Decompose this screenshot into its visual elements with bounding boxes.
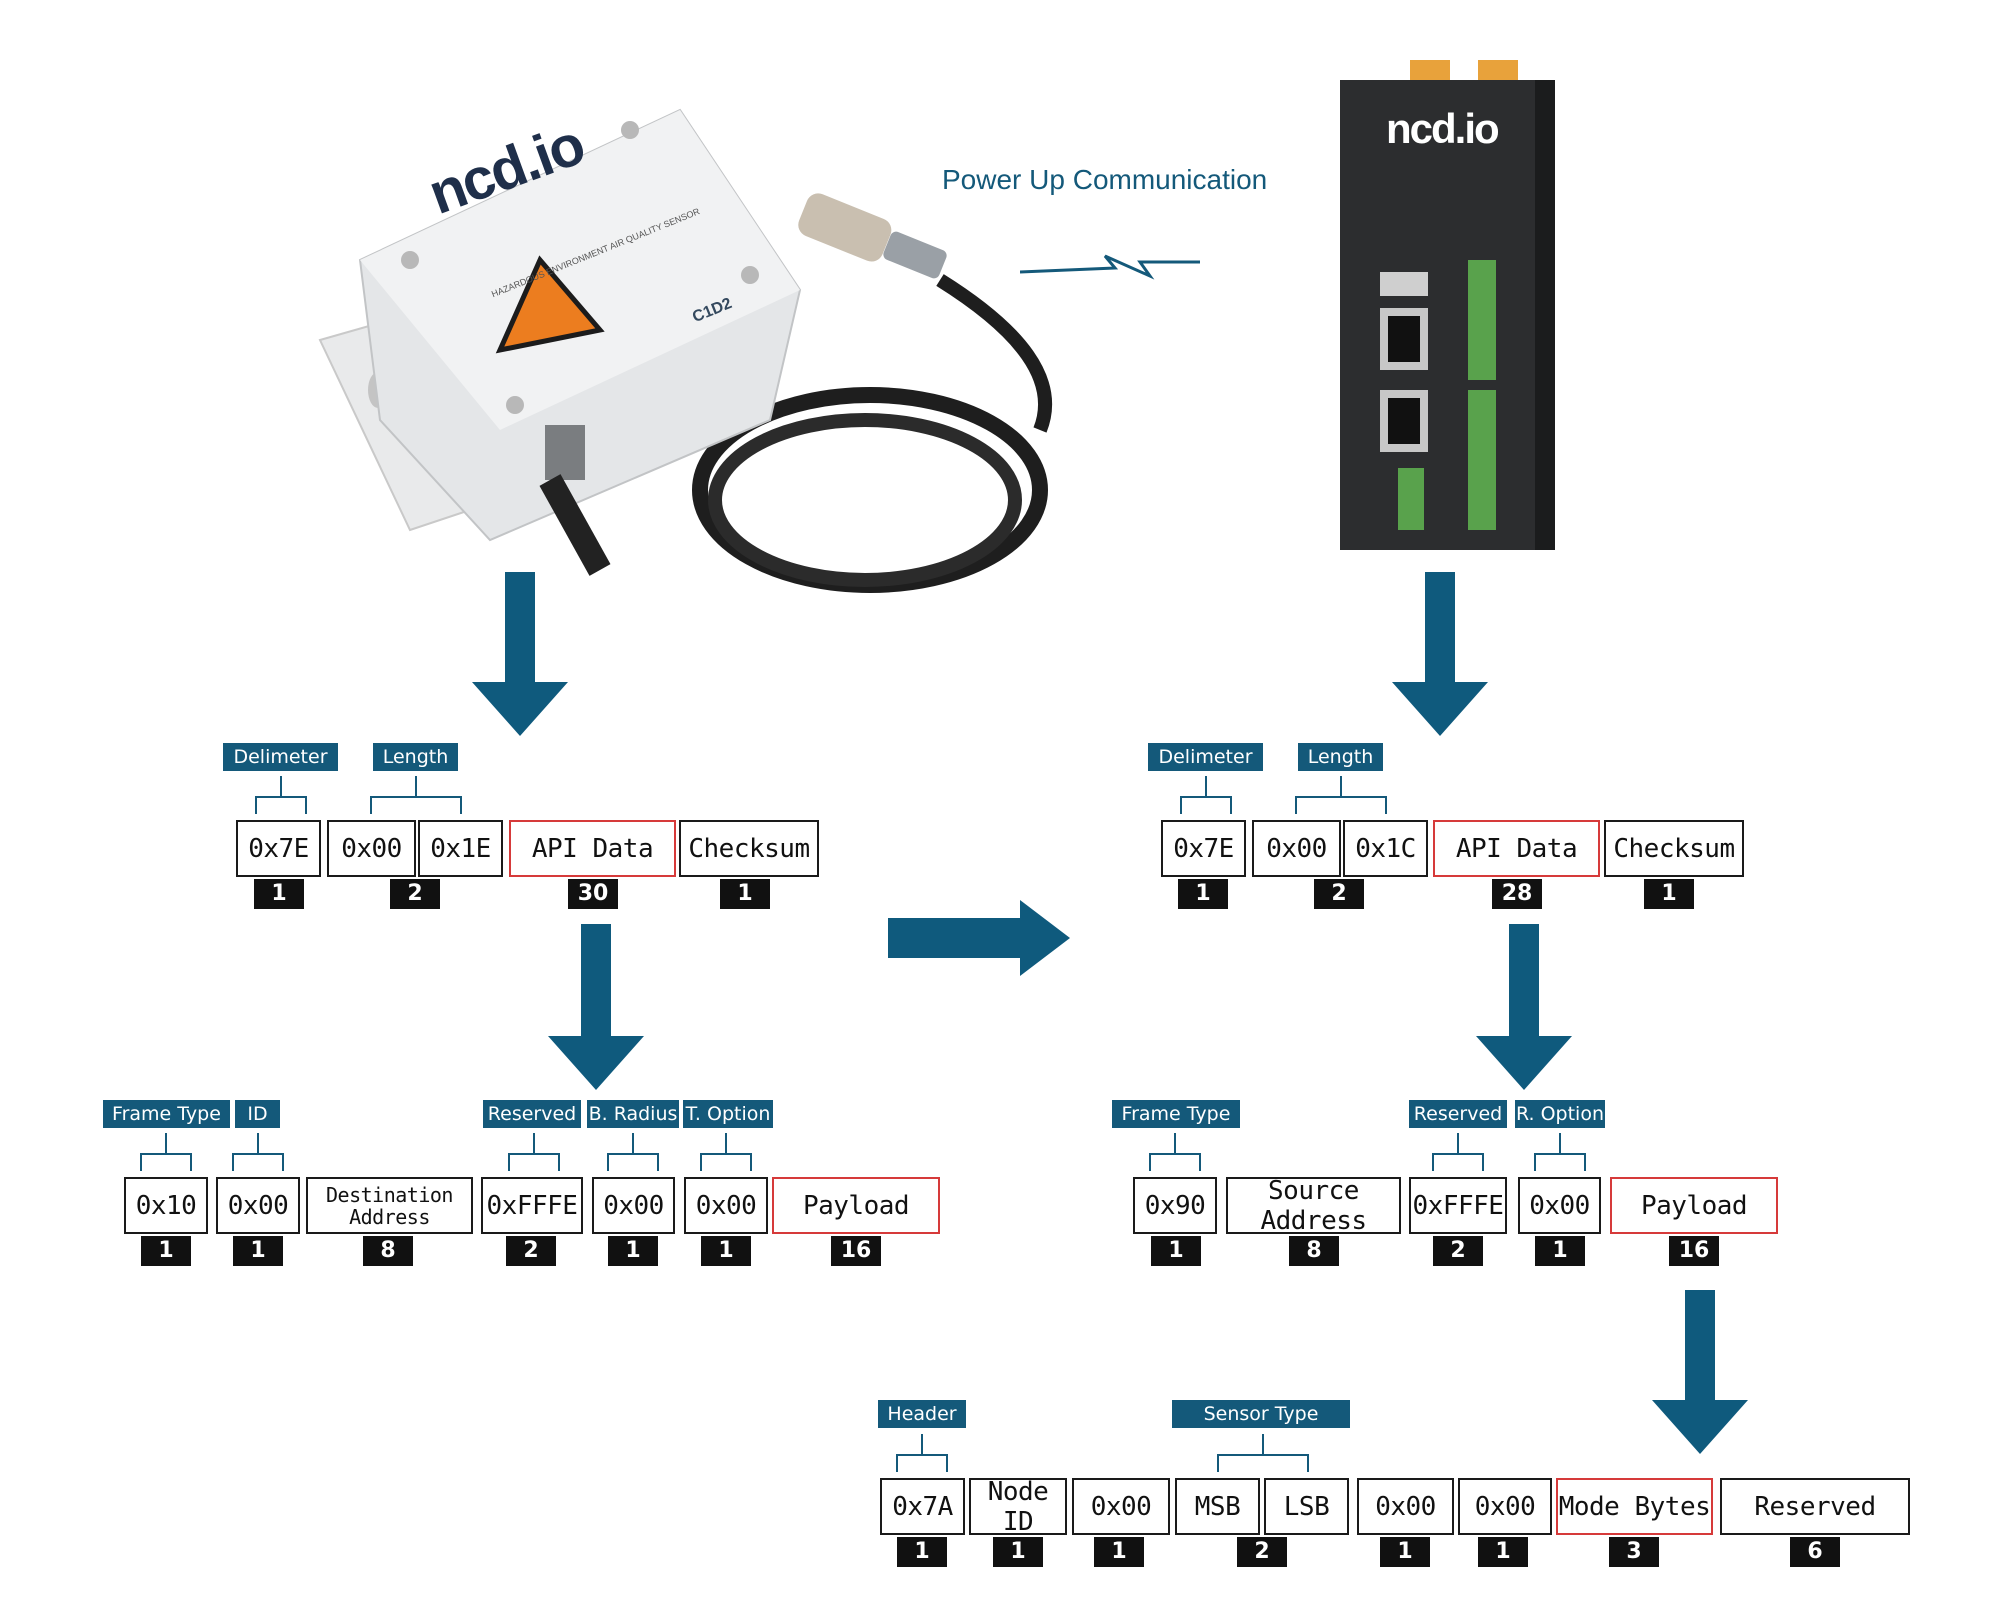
size-badge: 1 [1094, 1537, 1144, 1567]
size-badge: 1 [720, 879, 770, 909]
bracket [1432, 1133, 1484, 1171]
cell-length-lsb: 0x1C [1343, 820, 1428, 877]
cell-sensor-type-lsb: LSB [1264, 1478, 1349, 1535]
cell-delimeter-value: 0x7E [236, 820, 321, 877]
tag-length: Length [1298, 743, 1383, 771]
size-badge: 1 [1535, 1236, 1585, 1266]
diagram-title: Power Up Communication [942, 164, 1268, 195]
tag-reserved: Reserved [483, 1100, 581, 1128]
bracket [255, 776, 307, 814]
tag-frame-type: Frame Type [103, 1100, 230, 1128]
cell-frame-type: 0x10 [124, 1177, 208, 1234]
size-badge: 1 [1478, 1537, 1528, 1567]
size-badge: 8 [363, 1236, 413, 1266]
cell-length-msb: 0x00 [1252, 820, 1341, 877]
size-badge: 30 [568, 879, 618, 909]
size-badge: 2 [506, 1236, 556, 1266]
tag-delimeter: Delimeter [223, 743, 338, 771]
cell-reserved: Reserved [1720, 1478, 1910, 1535]
bracket [140, 1133, 192, 1171]
tag-frame-type: Frame Type [1112, 1100, 1240, 1128]
cell-payload: Payload [1610, 1177, 1778, 1234]
bracket [1149, 1133, 1201, 1171]
cell-payload-byte: 0x00 [1357, 1478, 1454, 1535]
cell-payload-byte: 0x00 [1072, 1478, 1170, 1535]
cell-reserved: 0xFFFE [481, 1177, 583, 1234]
tag-broadcast-radius: B. Radius [587, 1100, 679, 1128]
bracket [896, 1434, 948, 1472]
arrow-down-icon [1476, 924, 1572, 1090]
size-badge: 8 [1289, 1236, 1339, 1266]
tag-sensor-type: Sensor Type [1172, 1400, 1350, 1428]
size-badge: 2 [1314, 879, 1364, 909]
size-badge: 1 [141, 1236, 191, 1266]
bracket [508, 1133, 560, 1171]
bracket [1534, 1133, 1586, 1171]
arrow-right-icon [888, 900, 1070, 976]
size-badge: 1 [701, 1236, 751, 1266]
size-badge: 1 [1178, 879, 1228, 909]
cell-checksum: Checksum [679, 820, 819, 877]
cell-mode-bytes: Mode Bytes [1556, 1478, 1713, 1535]
cell-payload-byte: 0x00 [1458, 1478, 1552, 1535]
cell-frame-id: 0x00 [216, 1177, 300, 1234]
sensor-device-image [318, 108, 1052, 593]
arrow-down-icon [548, 924, 644, 1090]
size-badge: 1 [993, 1537, 1043, 1567]
size-badge: 16 [831, 1236, 881, 1266]
cell-frame-type: 0x90 [1133, 1177, 1217, 1234]
size-badge: 16 [1669, 1236, 1719, 1266]
size-badge: 1 [233, 1236, 283, 1266]
wireless-signal-icon [1020, 254, 1200, 280]
bracket [1217, 1434, 1309, 1472]
cell-transmit-option: 0x00 [684, 1177, 768, 1234]
tag-delimeter: Delimeter [1148, 743, 1263, 771]
cell-payload-header: 0x7A [880, 1478, 965, 1535]
cell-node-id: Node ID [969, 1477, 1067, 1537]
tag-header: Header [878, 1400, 966, 1428]
arrow-down-icon [1652, 1290, 1748, 1454]
size-badge: 1 [897, 1537, 947, 1567]
tag-transmit-option: T. Option [683, 1100, 773, 1128]
cell-length-msb: 0x00 [327, 820, 416, 877]
cell-api-data: API Data [1433, 820, 1600, 877]
cell-delimeter-value: 0x7E [1161, 820, 1246, 877]
cell-receive-option: 0x00 [1518, 1177, 1601, 1234]
size-badge: 1 [1644, 879, 1694, 909]
cell-sensor-type-msb: MSB [1175, 1478, 1260, 1535]
size-badge: 1 [254, 879, 304, 909]
arrow-down-icon [472, 572, 568, 736]
tag-reserved: Reserved [1409, 1100, 1507, 1128]
tag-id: ID [235, 1100, 280, 1128]
size-badge: 28 [1492, 879, 1542, 909]
cell-reserved: 0xFFFE [1409, 1177, 1507, 1234]
bracket [232, 1133, 284, 1171]
size-badge: 2 [1237, 1537, 1287, 1567]
bracket [370, 776, 462, 814]
size-badge: 1 [608, 1236, 658, 1266]
cell-payload: Payload [772, 1177, 940, 1234]
arrow-down-icon [1392, 572, 1488, 736]
bracket [1295, 776, 1387, 814]
cell-source-address: Source Address [1226, 1176, 1401, 1236]
size-badge: 1 [1380, 1537, 1430, 1567]
bracket [1180, 776, 1232, 814]
gateway-logo-text: ncd.io [1386, 105, 1500, 152]
size-badge: 3 [1609, 1537, 1659, 1567]
cell-broadcast-radius: 0x00 [592, 1177, 675, 1234]
cell-length-lsb: 0x1E [418, 820, 503, 877]
size-badge: 2 [390, 879, 440, 909]
bracket [700, 1133, 752, 1171]
gateway-device-image [1340, 60, 1555, 550]
tag-receive-option: R. Option [1515, 1100, 1605, 1128]
cell-api-data: API Data [509, 820, 676, 877]
size-badge: 1 [1151, 1236, 1201, 1266]
bracket [607, 1133, 659, 1171]
size-badge: 2 [1433, 1236, 1483, 1266]
cell-checksum: Checksum [1604, 820, 1744, 877]
size-badge: 6 [1790, 1537, 1840, 1567]
cell-destination-address: Destination Address [306, 1177, 473, 1234]
tag-length: Length [373, 743, 458, 771]
